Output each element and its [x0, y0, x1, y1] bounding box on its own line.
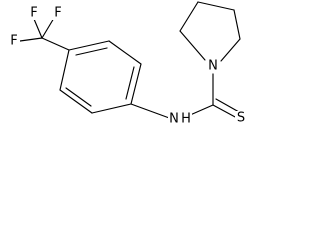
bond-cf3-to-f-left — [19, 37, 43, 42]
ring-bond-2 — [108, 40, 142, 65]
amide-nitrogen-atom: N — [169, 112, 179, 127]
label-background-sulfur — [235, 111, 247, 125]
label-background-f-left — [8, 34, 20, 48]
atom-labels: F F F N H N S — [8, 6, 247, 127]
ring-nitrogen-atom: N — [208, 59, 218, 74]
label-background-ring-nitrogen — [207, 59, 220, 73]
ring-bond-4 — [91, 103, 132, 114]
label-background-f-top-left — [28, 6, 40, 20]
label-background-nh — [168, 112, 192, 126]
pyrrolidine-bond-1 — [179, 30, 206, 61]
pyrrolidine-bond-3 — [197, 1, 235, 11]
ring-inner-double-bond-1 — [75, 47, 108, 56]
ring-inner-double-bond-3 — [65, 87, 92, 107]
bond-cf3-carbon-to-ring — [41, 37, 70, 51]
fluorine-atom-top-right: F — [54, 6, 61, 21]
pyrrolidine-ring — [179, 1, 241, 62]
trifluoromethyl-group — [19, 17, 70, 51]
amide-hydrogen-atom: H — [181, 112, 191, 127]
fluorine-atom-left: F — [10, 34, 17, 49]
ring-bond-6 — [59, 49, 70, 91]
molecule-structure-diagram: F F F N H N S — [8, 1, 247, 127]
ring-bond-5 — [59, 89, 93, 114]
fluorine-atom-top-left: F — [30, 6, 37, 21]
bond-thiocarbonyl-to-sulfur-a — [212, 104, 238, 119]
pyrrolidine-bond-5 — [220, 38, 241, 62]
pyrrolidine-bond-4 — [233, 9, 241, 40]
ring-inner-double-bond-2 — [125, 66, 135, 100]
benzene-ring — [59, 40, 142, 114]
label-background-f-top-right — [52, 6, 64, 20]
bond-thiocarbonyl-to-sulfur-b — [215, 98, 240, 113]
pyrrolidine-bond-2 — [179, 1, 199, 32]
bond-cf3-to-f-top-left — [33, 18, 43, 39]
ring-bond-1 — [68, 40, 110, 51]
bond-ring-to-amide-nitrogen — [130, 103, 173, 120]
ring-bond-3 — [130, 63, 142, 105]
bond-cf3-to-f-top-right — [41, 17, 55, 39]
sulfur-atom: S — [237, 111, 245, 126]
